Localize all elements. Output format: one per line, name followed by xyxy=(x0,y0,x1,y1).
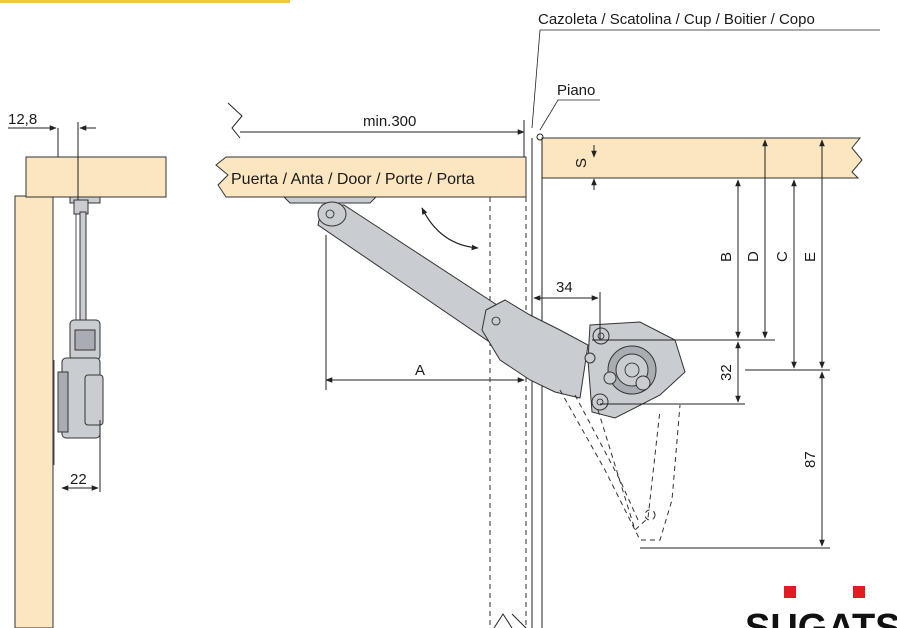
dim-e: E xyxy=(802,252,819,262)
main-view: Puerta / Anta / Door / Porte / Porta min… xyxy=(215,11,880,628)
dim-a: A xyxy=(415,362,425,379)
piano-label: Piano xyxy=(557,82,595,99)
cabinet-top xyxy=(541,137,863,179)
dim-s: S xyxy=(573,158,590,168)
door-panel xyxy=(215,156,527,198)
side-top-board xyxy=(25,156,167,198)
side-panel xyxy=(14,195,54,628)
hinge-housing xyxy=(481,299,589,399)
dim-34: 34 xyxy=(556,279,573,296)
logo-square-right xyxy=(853,586,865,598)
logo-square-left xyxy=(784,586,796,598)
cup-label: Cazoleta / Scatolina / Cup / Boitier / C… xyxy=(538,11,815,28)
door-label: Puerta / Anta / Door / Porte / Porta xyxy=(231,171,475,188)
side-view: 12,8 22 xyxy=(8,111,167,628)
dim-22: 22 xyxy=(70,471,87,488)
dim-87: 87 xyxy=(802,451,819,468)
dim-32: 32 xyxy=(718,364,735,381)
header-accent-bar xyxy=(0,0,290,3)
dim-c: C xyxy=(774,251,791,262)
hinge-upper-bracket xyxy=(282,196,378,204)
logo-text: SUGATSUNE xyxy=(745,607,897,628)
brand-logo: SUGATSUNE xyxy=(745,586,897,628)
dim-12-8: 12,8 xyxy=(8,111,37,128)
dim-min300: min.300 xyxy=(363,113,416,130)
dim-b: B xyxy=(718,252,735,262)
dim-d: D xyxy=(745,251,762,262)
